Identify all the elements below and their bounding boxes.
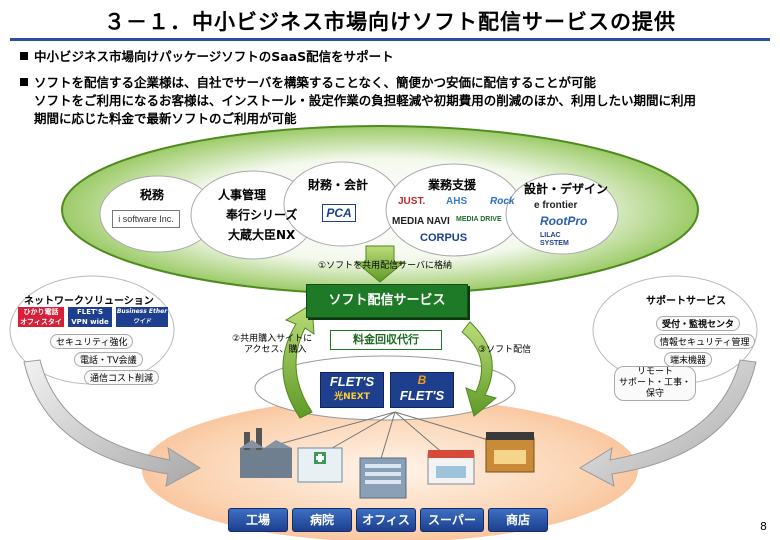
factory-icon: [240, 428, 292, 478]
flets-hikari-next-sub: 光NEXT: [334, 392, 370, 402]
page-number: 8: [760, 520, 767, 533]
network-solution-logos: ひかり電話 オフィスタイプ FLET'S VPN wide Business E…: [18, 307, 168, 336]
bullet-2-line-3: 期間に応じた料金で最新ソフトのご利用が可能: [34, 111, 297, 126]
destination-supermarket: スーパー: [420, 508, 484, 532]
logo-i-software: i software Inc.: [112, 210, 180, 228]
vpn-wide-text: VPN wide: [71, 318, 109, 326]
destination-office: オフィス: [356, 508, 416, 532]
logo-media-navi: MEDIA NAVI: [392, 216, 450, 227]
business-ether-text: Business Ether: [116, 308, 168, 315]
logo-media-drive: MEDIA DRIVE: [456, 216, 502, 223]
logo-rootpro: RootPro: [540, 214, 588, 228]
logo-ahs: AHS: [446, 196, 468, 207]
bullet-2: ソフトを配信する企業様は、自社でサーバを構築することなく、簡便かつ安価に配信する…: [20, 74, 596, 92]
flets-text: FLET'S: [77, 308, 103, 316]
network-solution-title: ネットワークソリューション: [24, 296, 154, 307]
store-arrow: [354, 245, 406, 283]
cost-reduction-item: 通信コスト削減: [84, 370, 160, 385]
support-maintenance-text: サポート・工事・保守: [618, 378, 691, 399]
category-design-label: 設計・デザイン: [524, 182, 609, 196]
step-2-label-line-1: ②共用購入サイトに: [232, 334, 313, 344]
bullet-1-text: 中小ビジネス市場向けパッケージソフトのSaaS配信をサポート: [34, 49, 394, 64]
hikari-denwa-text: ひかり電話: [23, 308, 59, 316]
office-icon: [359, 457, 407, 499]
b-flets-b: B: [417, 373, 427, 387]
support-service-title: サポートサービス: [646, 296, 726, 307]
page-title: ３－１．中小ビジネス市場向けソフト配信サービスの提供: [104, 10, 676, 34]
left-gray-arrow: [23, 359, 202, 487]
step-2-label: ②共用購入サイトに アクセス、購入: [232, 334, 312, 356]
category-finance-label: 財務・会計: [308, 178, 369, 192]
category-tax-label: 税務: [140, 188, 165, 202]
office-type-text: オフィスタイプ: [20, 318, 62, 336]
flets-vpn-wide-logo: FLET'S VPN wide: [68, 307, 112, 327]
flets-hikari-next-logo: FLET'S 光NEXT: [320, 372, 384, 408]
reception-center-item: 受付・監視センタ: [656, 316, 741, 331]
supermarket-icon: [427, 450, 475, 485]
bullet-square-icon: [20, 52, 28, 60]
step-1-label: ①ソフトを共用配信サーバに格納: [318, 261, 452, 271]
hospital-icon: [297, 447, 343, 483]
destination-shop: 商店: [488, 508, 548, 532]
destination-hospital: 病院: [292, 508, 352, 532]
logo-lilac-system: LILAC SYSTEM: [540, 232, 569, 247]
business-ether-logo: Business Ether ワイド: [116, 307, 168, 327]
bullet-square-icon: [20, 78, 28, 86]
flets-hikari-next-text: FLET'S: [329, 374, 375, 389]
category-hr-label: 人事管理: [218, 188, 267, 202]
logo-rock: Rock: [490, 196, 515, 207]
phone-tv-item: 電話・TV会議: [74, 352, 143, 367]
step-2-label-line-2: アクセス、購入: [244, 345, 307, 355]
destination-factory: 工場: [228, 508, 288, 532]
design-cloud: [505, 173, 619, 255]
remote-text: リモート: [636, 367, 673, 377]
remote-support-item: リモート サポート・工事・保守: [614, 366, 696, 401]
info-security-item: 情報セキュリティ管理: [654, 334, 756, 349]
shop-icon: [485, 432, 535, 473]
right-gray-arrow: [578, 359, 757, 487]
terminal-item: 端末機器: [664, 352, 713, 367]
logo-bugyo-series: 奉行シリーズ: [226, 208, 298, 222]
hikari-denwa-logo: ひかり電話 オフィスタイプ: [18, 307, 64, 336]
software-delivery-service-box: ソフト配信サービス: [306, 284, 468, 318]
logo-corpus: CORPUS: [420, 232, 468, 244]
logo-okura-daijin: 大蔵大臣NX: [228, 228, 296, 242]
billing-agent-box: 料金回収代行: [330, 330, 442, 350]
logo-pca: PCA: [322, 204, 356, 222]
title-underline: [10, 38, 770, 41]
bullet-1: 中小ビジネス市場向けパッケージソフトのSaaS配信をサポート: [20, 48, 394, 66]
logo-just: JUST.: [398, 196, 426, 207]
b-flets-text: FLET'S: [399, 388, 445, 403]
wide-text: ワイド: [132, 318, 151, 325]
step-3-label: ③ソフト配信: [478, 345, 532, 355]
category-business-label: 業務支援: [428, 178, 477, 192]
bullet-2-line-2: ソフトをご利用になるお客様は、インストール・設定作業の負担軽減や初期費用の削減の…: [34, 93, 697, 108]
bullet-2-line-1: ソフトを配信する企業様は、自社でサーバを構築することなく、簡便かつ安価に配信する…: [34, 75, 597, 90]
delivery-arrow: [461, 321, 498, 417]
b-flets-logo: B FLET'S: [390, 372, 454, 408]
logo-e-frontier: e frontier: [534, 200, 578, 211]
security-item: セキュリティ強化: [50, 334, 134, 349]
